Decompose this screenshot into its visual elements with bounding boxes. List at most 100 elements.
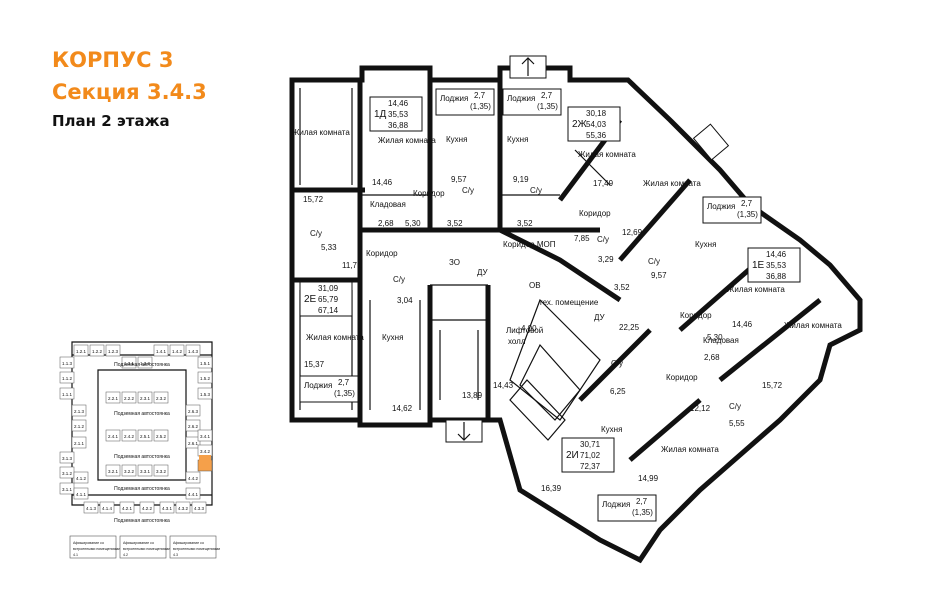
room-label-kitchen: Кухня (695, 240, 716, 249)
key-plan-cell-label: 2.5.1 (140, 434, 151, 439)
key-plan-cell (105, 464, 121, 477)
key-plan-note: Афиширование со (123, 541, 154, 545)
room-area: 3,04 (397, 296, 413, 305)
key-plan-cell-label: 3.3.1 (140, 469, 151, 474)
room-label-kitchen: Кухня (382, 333, 403, 342)
apartment-area: 55,36 (586, 131, 607, 140)
key-plan-cell (99, 501, 115, 514)
key-plan-note: встроенными помещениями (123, 547, 170, 551)
room-area: 14,43 (493, 381, 514, 390)
key-plan-note: 4.2 (123, 553, 128, 557)
key-plan-cell (89, 344, 105, 357)
key-plan-courtyard: Подземная автостоянка (114, 454, 170, 460)
key-plan-cell-label: 4.2.1 (122, 506, 133, 511)
key-plan-cell-label: 2.6.3 (188, 409, 199, 414)
key-plan-cell-label: 1.1.2 (62, 376, 73, 381)
key-plan-cell (73, 471, 89, 484)
key-plan-cell-label: 1.3.2 (140, 361, 151, 366)
key-plan-cell-label: 1.3.1 (124, 361, 135, 366)
room-label-lift2: холл (508, 337, 526, 346)
room-label-zo: ЗО (449, 258, 460, 267)
key-plan-note: Афиширование со (173, 541, 204, 545)
key-plan-cell (175, 501, 191, 514)
apartment-box-3 (747, 247, 801, 283)
key-plan-cell-label: 2.3.1 (140, 396, 151, 401)
apartment-box-2 (567, 106, 621, 142)
key-plan-cell-label: 3.4.2 (200, 449, 211, 454)
key-plan-note-box (119, 535, 167, 559)
key-plan-cell-label: 1.4.3 (188, 349, 199, 354)
key-plan-note: 4.1 (73, 553, 78, 557)
key-plan-cell (105, 391, 121, 404)
room-label-living: Жилая комната (727, 285, 785, 294)
room-label-corridor: Коридор (413, 189, 445, 198)
room-area: 14,46 (732, 320, 753, 329)
apartment-area: 35,53 (388, 110, 409, 119)
loggia-box-1 (435, 88, 495, 116)
room-label-living: Жилая комната (306, 333, 364, 342)
apartment-code: 2Ж (572, 119, 588, 130)
loggia-area: 2,7 (474, 91, 486, 100)
room-area: 14,99 (638, 474, 659, 483)
room-area: 15,72 (303, 195, 324, 204)
key-plan-cell-label: 3.2.2 (124, 469, 135, 474)
room-label-tech1: тех. помещение (539, 298, 599, 307)
key-plan-courtyard: Подземная автостоянка (114, 362, 170, 368)
room-label-wc: С/у (648, 257, 660, 266)
room-label-storage: Кладовая (703, 336, 739, 345)
room-area: 5,30 (405, 219, 421, 228)
apartment-code: 1Д (374, 109, 387, 120)
key-plan-cell-label: 3.1.3 (62, 456, 73, 461)
room-area: 12,12 (690, 404, 711, 413)
key-plan-cell (169, 344, 185, 357)
key-plan-cell (119, 501, 135, 514)
key-plan-cell (73, 487, 89, 500)
loggia-box-3 (702, 196, 762, 224)
room-label-living: Жилая комната (661, 445, 719, 454)
room-label-living: Жилая комната (643, 179, 701, 188)
key-plan-note: встроенными помещениями (73, 547, 120, 551)
room-label-kitchen: Кухня (601, 425, 622, 434)
apartment-box-5 (561, 437, 615, 473)
loggia-box-4 (299, 375, 359, 403)
key-plan-cell (121, 429, 137, 442)
apartment-area: 71,02 (580, 451, 601, 460)
apartment-area: 14,46 (766, 250, 787, 259)
key-plan-cell-label: 4.4.1 (188, 492, 199, 497)
apartment-code: 1Е (752, 260, 765, 271)
room-area: 9,19 (513, 175, 529, 184)
key-plan-cell-label: 1.4.1 (156, 349, 167, 354)
key-plan-cell-label: 2.4.2 (124, 434, 135, 439)
key-plan-cell (185, 436, 201, 449)
key-plan-cell (71, 419, 87, 432)
room-area: 2,68 (704, 353, 720, 362)
key-plan-cell (121, 391, 137, 404)
room-area: 9,57 (451, 175, 467, 184)
key-plan-cell-label: 3.1.1 (62, 487, 73, 492)
room-label-du: ДУ (594, 313, 606, 322)
room-area: 22,25 (619, 323, 640, 332)
room-area: 6,25 (610, 387, 626, 396)
room-label-mop: Коридор МОП (503, 240, 556, 249)
key-plan-cell (185, 419, 201, 432)
key-plan-cell (153, 429, 169, 442)
floor-plan-title: План 2 этажа (52, 112, 170, 130)
key-plan-cell-label: 4.4.2 (188, 476, 199, 481)
section-title: Секция 3.4.3 (52, 80, 207, 104)
room-label-storage: Кладовая (370, 200, 406, 209)
room-area: 3,52 (614, 283, 630, 292)
key-plan-cell (197, 356, 213, 369)
key-plan-cell-label: 2.2.2 (124, 396, 135, 401)
loggia-half-area: (1,35) (334, 389, 355, 398)
key-plan-cell (185, 344, 201, 357)
key-plan-cell (197, 387, 213, 400)
key-plan-cell (105, 429, 121, 442)
key-plan-cell (139, 501, 155, 514)
room-label-loggia: Лоджия (507, 94, 535, 103)
key-plan-cell-label: 3.1.2 (62, 471, 73, 476)
key-plan-cell-label: 1.1.3 (62, 361, 73, 366)
loggia-area: 2,7 (541, 91, 553, 100)
